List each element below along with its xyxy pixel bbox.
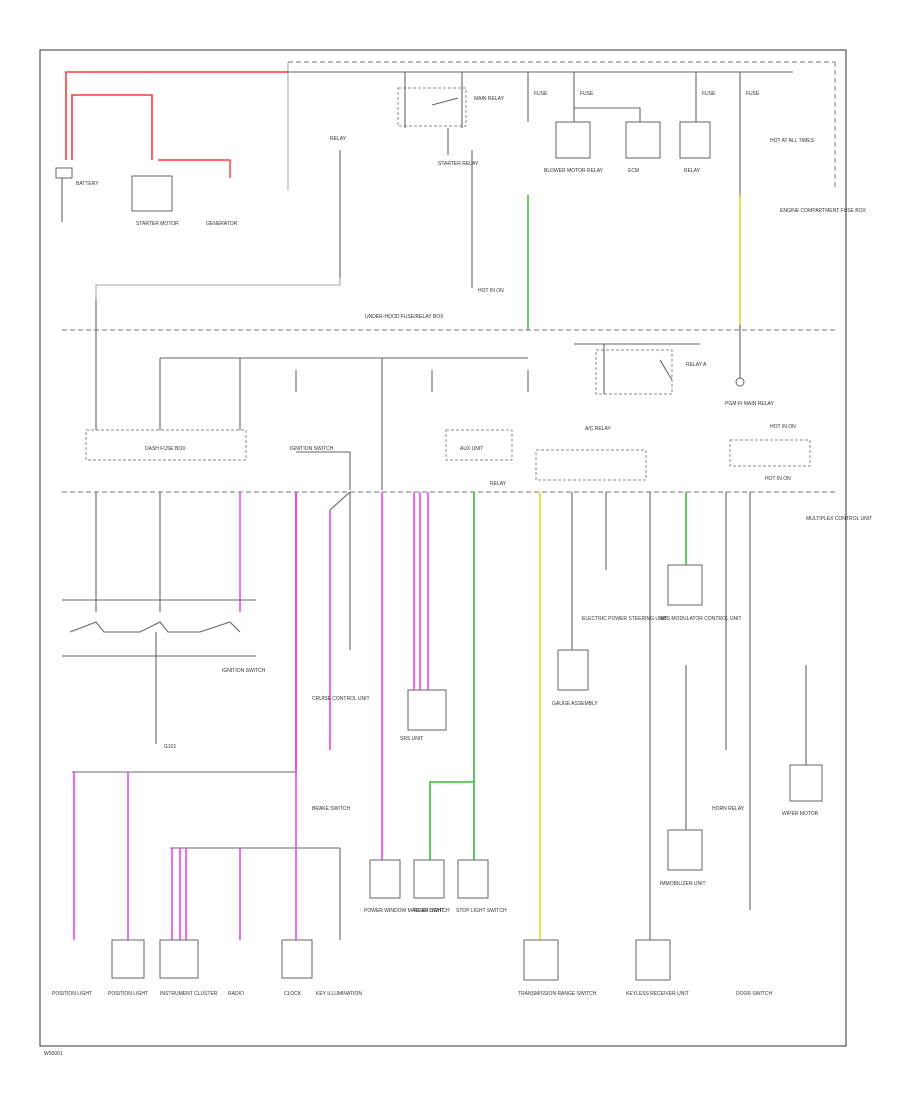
starter-relay-label: STARTER RELAY [438, 161, 479, 167]
hot-ign-3: HOT IN ON [765, 476, 791, 482]
blower-relay-box [555, 121, 591, 159]
gauge-box [557, 649, 589, 691]
fuse-1-label: FUSE [534, 91, 548, 97]
door-sw-label: DOOR SWITCH [736, 991, 772, 997]
relay-block-right [595, 349, 673, 395]
starter-label: STARTER MOTOR [136, 221, 179, 227]
immobilizer-box [667, 829, 703, 871]
position-light-1-label: POSITION LIGHT [52, 991, 92, 997]
starter-motor-box [131, 175, 173, 212]
clock-box [281, 939, 313, 979]
pgm-label: PGM-FI MAIN RELAY [725, 401, 774, 407]
instrument-cluster-box [159, 939, 199, 979]
cruise-label: CRUISE CONTROL UNIT [312, 696, 370, 702]
ecm-label: ECM [628, 168, 639, 174]
dash-fuse-label: DASH FUSE BOX [145, 446, 186, 452]
keyless-label: KEYLESS RECEIVER UNIT [626, 991, 689, 997]
fuse-2-label: FUSE [580, 91, 594, 97]
hot-ign-label: IGNITION SWITCH [290, 446, 334, 452]
rear-lamp-box [413, 859, 445, 899]
relay-a-label: RELAY [330, 136, 347, 142]
brake-sw-label: BRAKE SWITCH [312, 806, 350, 812]
aux-box-bottom [369, 859, 401, 899]
transmission-label: TRANSMISSION RANGE SWITCH [518, 991, 597, 997]
diagram-frame [39, 49, 847, 1047]
key-label-mid: RELAY [490, 481, 507, 487]
battery-symbol [55, 167, 73, 179]
ecm-box [625, 121, 661, 159]
stop-light-box [457, 859, 489, 899]
fuse-3-label: FUSE [702, 91, 716, 97]
power-window-label: POWER WINDOW MASTER SWITCH [364, 908, 450, 914]
multiplex-label: MULTIPLEX CONTROL UNIT [806, 516, 872, 522]
hot-ign-2: HOT IN ON [770, 424, 796, 430]
stop-light-label: STOP LIGHT SWITCH [456, 908, 507, 914]
hot-note-1: HOT AT ALL TIMES [770, 138, 815, 144]
key-illum-label: KEY ILLUMINATION [316, 991, 362, 997]
blower-relay-label: BLOWER MOTOR RELAY [544, 168, 604, 174]
relay-block-right-3 [729, 439, 811, 467]
interior-fuse-label: UNDER-HOOD FUSE/RELAY BOX [365, 314, 444, 320]
radio-label: RADIO [228, 991, 244, 997]
green-wire-3 [429, 781, 474, 860]
dash-fuse-box-left [85, 429, 247, 461]
horn-label: HORN RELAY [712, 806, 745, 812]
srs-unit-label: SRS UNIT [400, 736, 423, 742]
transmission-box [523, 939, 559, 981]
ign-label: HOT IN ON [478, 288, 504, 294]
abs-box [667, 564, 703, 606]
immobilizer-label: IMMOBILIZER UNIT [660, 881, 706, 887]
relay-b-box [679, 121, 711, 159]
wiper-label: WIPER MOTOR [782, 811, 819, 817]
abs-label: ABS MODULATOR CONTROL UNIT [660, 616, 742, 622]
aux-label: AUX UNIT [460, 446, 483, 452]
ground-label: G101 [164, 744, 176, 750]
electric-power-label: ELECTRIC POWER STEERING UNIT [582, 616, 667, 622]
fuse-4-label: FUSE [746, 91, 760, 97]
dash-fuse-box-mid [445, 429, 513, 461]
ignition-switch-label: IGNITION SWITCH [222, 668, 266, 674]
ac-relay-label: A/C RELAY [585, 426, 611, 432]
generator-label: GENERATOR [206, 221, 238, 227]
clock-label: CLOCK [284, 991, 302, 997]
keyless-box [635, 939, 671, 981]
position-light-2-label: POSITION LIGHT [108, 991, 148, 997]
main-relay-label: MAIN RELAY [474, 96, 505, 102]
main-relay-box [397, 87, 467, 127]
instrument-label: INSTRUMENT CLUSTER [160, 991, 218, 997]
position-light-2-box [111, 939, 145, 979]
relay-b-label: RELAY [684, 168, 701, 174]
rear-lamp-label: REAR LIGHT [414, 908, 444, 914]
relay-block-right-2 [535, 449, 647, 481]
gauge-label: GAUGE ASSEMBLY [552, 701, 598, 707]
wiper-box [789, 764, 823, 802]
col-a-label: RELAY A [686, 362, 707, 368]
fuse-box-1-label: ENGINE COMPARTMENT FUSE BOX [780, 208, 867, 214]
battery-wires-red [65, 71, 288, 178]
battery-label: BATTERY [76, 181, 99, 187]
srs-unit-box [407, 689, 447, 731]
footer-code: W00001 [44, 1051, 63, 1057]
